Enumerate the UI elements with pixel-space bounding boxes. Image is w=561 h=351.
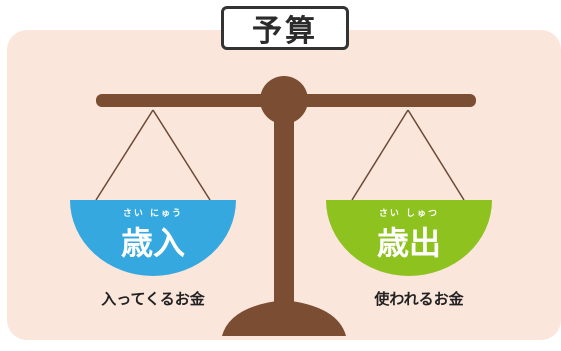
left-pan-ruby: さい にゅう (122, 209, 184, 219)
left-pan-label: 歳入 (120, 224, 185, 262)
scale-pivot (260, 76, 308, 124)
right-pan-label: 歳出 (376, 224, 441, 262)
scale-base (222, 300, 346, 336)
scale-pillar (274, 100, 294, 315)
right-pan-ruby: さい しゅつ (378, 209, 440, 219)
page-title: 予算 (221, 6, 349, 50)
right-string-b (407, 109, 465, 201)
left-string-b (152, 109, 211, 201)
right-pan-caption: 使われるお金 (374, 290, 464, 308)
left-string-a (95, 109, 154, 201)
right-string-a (351, 109, 409, 201)
right-pan (326, 200, 492, 276)
left-pan-caption: 入ってくるお金 (101, 290, 205, 308)
left-pan (70, 200, 236, 276)
